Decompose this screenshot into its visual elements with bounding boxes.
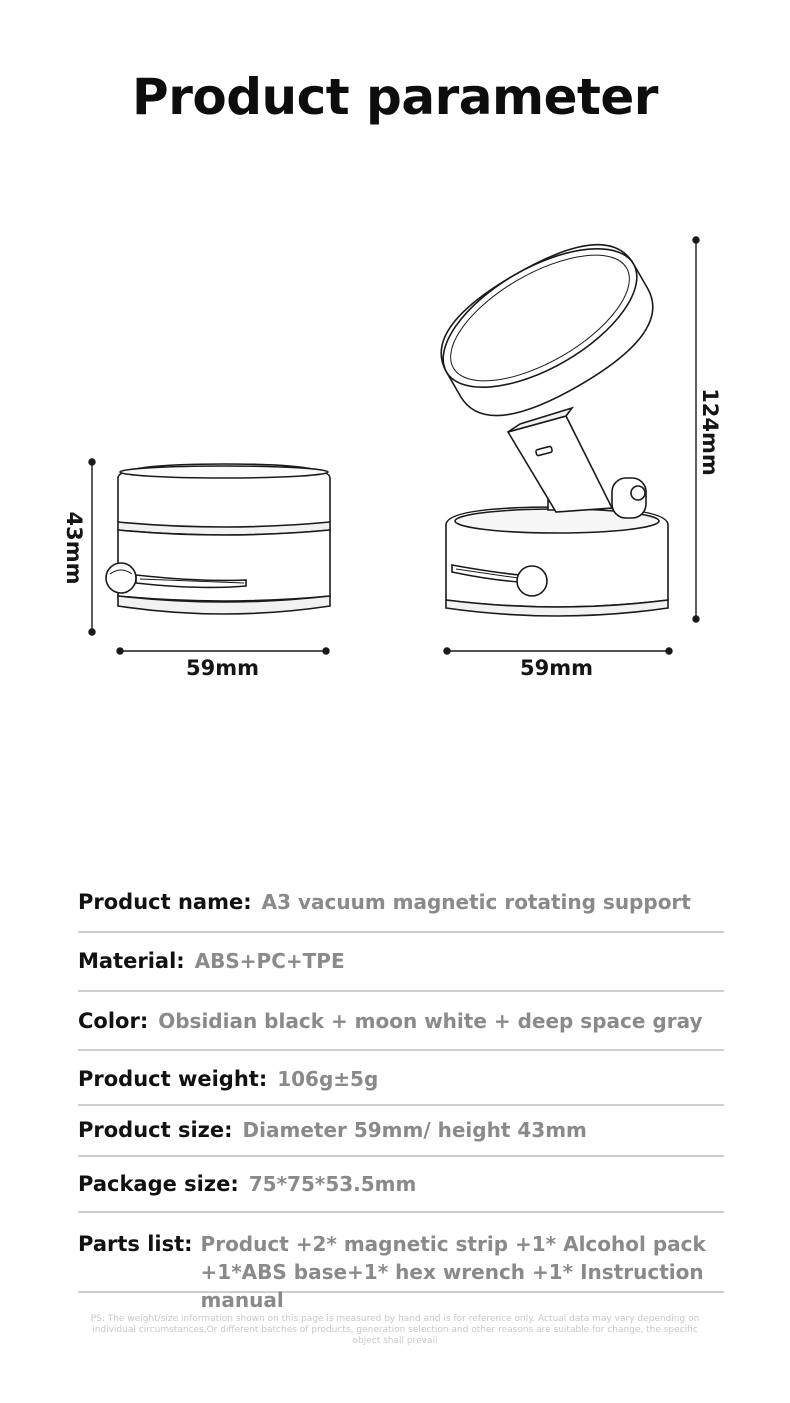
spec-label: Material: (78, 949, 185, 973)
disclaimer-note: PS: The weight/size information shown on… (90, 1314, 700, 1346)
dimension-right-height: 124mm (698, 388, 722, 476)
dimension-left-width: 59mm (186, 656, 259, 680)
spec-row-material: Material: ABS+PC+TPE (78, 949, 724, 992)
spec-row-product-weight: Product weight: 106g±5g (78, 1067, 724, 1106)
dimension-left-height: 43mm (62, 511, 86, 585)
spec-value: Product +2* magnetic strip +1* Alcohol p… (200, 1232, 706, 1312)
spec-value: 75*75*53.5mm (248, 1172, 417, 1196)
spec-value: A3 vacuum magnetic rotating support (261, 890, 691, 914)
spec-row-product-name: Product name: A3 vacuum magnetic rotatin… (78, 890, 724, 933)
dimension-right-width: 59mm (520, 656, 593, 680)
spec-row-color: Color: Obsidian black + moon white + dee… (78, 1009, 724, 1051)
spec-label: Product weight: (78, 1067, 268, 1091)
spec-label: Color: (78, 1009, 149, 1033)
spec-label: Product size: (78, 1118, 233, 1142)
extended-product-drawing (440, 243, 669, 617)
spec-row-parts-list: Parts list: Product +2* magnetic strip +… (78, 1230, 724, 1312)
spec-row-package-size: Package size: 75*75*53.5mm (78, 1172, 724, 1213)
spec-value: Obsidian black + moon white + deep space… (158, 1009, 703, 1033)
product-diagram (88, 236, 700, 655)
spec-label: Package size: (78, 1172, 239, 1196)
page-title: Product parameter (132, 68, 658, 126)
spec-value: ABS+PC+TPE (194, 949, 345, 973)
spec-row-product-size: Product size: Diameter 59mm/ height 43mm (78, 1118, 724, 1157)
spec-label: Product name: (78, 890, 252, 914)
compact-product-drawing (105, 463, 331, 615)
spec-value: 106g±5g (277, 1067, 379, 1091)
spec-value: Diameter 59mm/ height 43mm (242, 1118, 587, 1142)
spec-label: Parts list: (78, 1232, 193, 1256)
